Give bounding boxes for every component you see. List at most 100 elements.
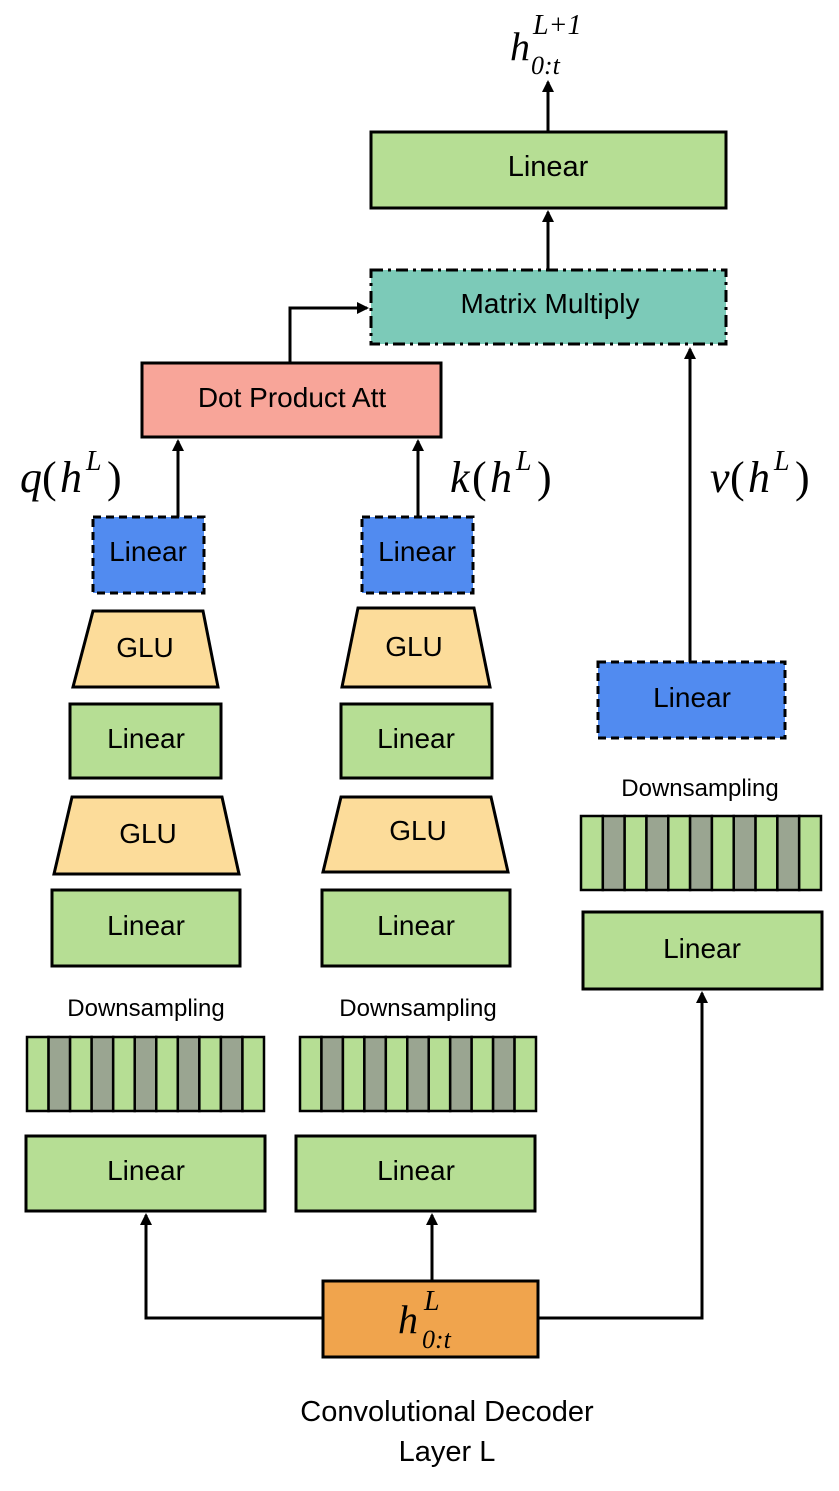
downsampling-cell — [406, 1035, 430, 1113]
dot-product-att-label: Dot Product Att — [198, 382, 387, 413]
downsampling-cell — [90, 1035, 115, 1113]
dot-product-att-box: Dot Product Att — [140, 361, 443, 439]
downsampling-cell — [732, 814, 757, 892]
svg-text:q: q — [20, 453, 42, 502]
q-linear-projection-box: Linear — [91, 515, 206, 595]
svg-text:Linear: Linear — [653, 682, 731, 713]
downsampling-cell — [667, 814, 692, 892]
q-linear-box-input: Linear — [24, 1134, 267, 1213]
output-linear-label: Linear — [508, 151, 589, 183]
svg-text:Linear: Linear — [107, 1155, 185, 1186]
q-downsampling-label: Downsampling — [67, 995, 224, 1022]
svg-text:Linear: Linear — [107, 723, 185, 754]
v-downsampling-label: Downsampling — [621, 775, 778, 802]
svg-text:h: h — [748, 453, 770, 502]
downsampling-cell — [25, 1035, 50, 1113]
svg-text:Linear: Linear — [377, 1155, 455, 1186]
downsampling-cell — [198, 1035, 223, 1113]
svg-text:Linear: Linear — [377, 910, 455, 941]
downsampling-cell — [320, 1035, 345, 1113]
k-glu-block-lower: GLU — [321, 795, 510, 874]
svg-text:): ) — [537, 453, 552, 502]
k-linear-box-input: Linear — [294, 1134, 537, 1213]
caption-subtitle: Layer L — [399, 1436, 496, 1468]
svg-text:L: L — [515, 446, 532, 477]
svg-text:L: L — [423, 1286, 440, 1317]
q-label: q ( h L ) — [20, 446, 122, 502]
svg-text:GLU: GLU — [385, 631, 443, 662]
svg-text:h: h — [398, 1297, 418, 1342]
downsampling-cell — [298, 1035, 323, 1113]
k-linear-projection-box: Linear — [360, 515, 475, 595]
svg-text:0:t: 0:t — [531, 51, 561, 80]
downsampling-cell — [155, 1035, 180, 1113]
caption-title: Convolutional Decoder — [300, 1396, 594, 1428]
downsampling-cell — [688, 814, 714, 892]
downsampling-cell — [579, 814, 605, 892]
v-downsampling-strip — [579, 814, 823, 892]
svg-text:Linear: Linear — [109, 536, 187, 567]
svg-text:L: L — [773, 446, 790, 477]
k-label: k ( h L ) — [450, 446, 552, 502]
svg-text:L: L — [85, 446, 102, 477]
k-glu-block-upper: GLU — [340, 606, 492, 689]
q-glu-block-lower: GLU — [52, 795, 241, 876]
q-glu-block-upper: GLU — [71, 609, 220, 689]
svg-text:0:t: 0:t — [422, 1325, 452, 1354]
svg-text:Linear: Linear — [377, 723, 455, 754]
svg-text:GLU: GLU — [116, 632, 174, 663]
svg-text:h: h — [490, 453, 512, 502]
downsampling-cell — [470, 1035, 495, 1113]
v-label: v ( h L ) — [710, 446, 810, 502]
downsampling-cell — [176, 1035, 201, 1113]
svg-text:(: ( — [730, 453, 745, 502]
downsampling-cell — [623, 814, 648, 892]
svg-text:): ) — [795, 453, 810, 502]
arrow-attention-to-matmul — [288, 302, 369, 363]
downsampling-cell — [384, 1035, 409, 1113]
svg-text:h: h — [60, 453, 82, 502]
downsampling-cell — [601, 814, 626, 892]
downsampling-cell — [776, 814, 801, 892]
downsampling-cell — [797, 814, 823, 892]
downsampling-cell — [427, 1035, 452, 1113]
v-linear-box-input: Linear — [581, 910, 824, 991]
downsampling-cell — [341, 1035, 366, 1113]
arrow-input-to-q — [140, 1213, 323, 1320]
downsampling-cell — [133, 1035, 158, 1113]
svg-text:Linear: Linear — [107, 910, 185, 941]
downsampling-cell — [68, 1035, 93, 1113]
downsampling-cell — [448, 1035, 473, 1113]
downsampling-cell — [219, 1035, 244, 1113]
downsampling-cell — [710, 814, 735, 892]
q-linear-box-lower: Linear — [50, 888, 242, 968]
input-box: h L 0:t — [321, 1279, 540, 1359]
k-downsampling-label: Downsampling — [339, 995, 496, 1022]
arrow-input-to-v — [538, 991, 708, 1320]
downsampling-cell — [491, 1035, 516, 1113]
output-linear-box: Linear — [369, 130, 728, 210]
q-downsampling-strip — [25, 1035, 266, 1113]
svg-text:k: k — [450, 453, 471, 502]
downsampling-cell — [47, 1035, 72, 1113]
svg-text:(: ( — [472, 453, 487, 502]
downsampling-cell — [363, 1035, 388, 1113]
downsampling-cell — [111, 1035, 136, 1113]
downsampling-cell — [513, 1035, 538, 1113]
k-linear-box-upper: Linear — [339, 702, 494, 780]
svg-text:GLU: GLU — [389, 815, 447, 846]
k-linear-box-lower: Linear — [320, 888, 512, 968]
k-downsampling-strip — [298, 1035, 538, 1113]
svg-text:): ) — [107, 453, 122, 502]
svg-text:(: ( — [42, 453, 57, 502]
q-linear-box-upper: Linear — [68, 702, 223, 780]
downsampling-cell — [754, 814, 779, 892]
downsampling-cell — [645, 814, 670, 892]
matrix-multiply-box: Matrix Multiply — [369, 268, 728, 346]
v-linear-projection-box: Linear — [596, 660, 787, 740]
svg-text:Linear: Linear — [663, 933, 741, 964]
svg-text:GLU: GLU — [119, 818, 177, 849]
svg-text:Linear: Linear — [378, 536, 456, 567]
svg-text:h: h — [510, 24, 530, 69]
